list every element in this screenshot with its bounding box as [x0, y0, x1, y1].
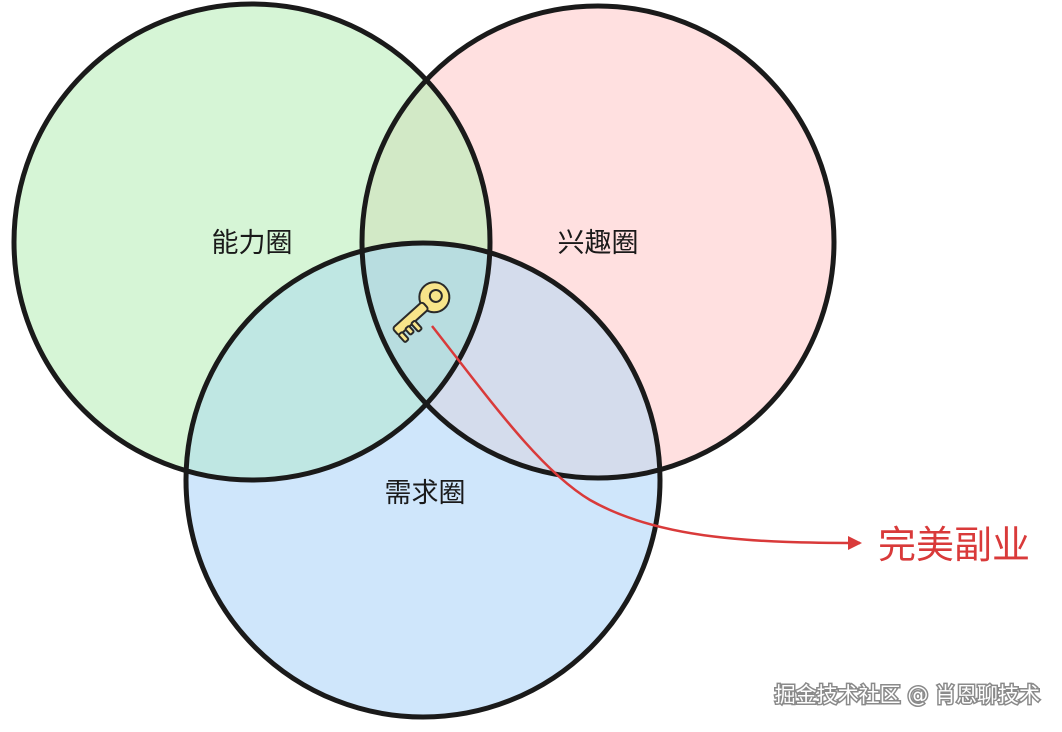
watermark: 掘金技术社区 @ 肖恩聊技术: [775, 683, 1040, 707]
interest-circle-label: 兴趣圈: [558, 228, 639, 259]
interest-demand-overlap: [362, 243, 660, 478]
result-label: 完美副业: [878, 523, 1030, 567]
interest-circle-outline: [359, 3, 837, 481]
demand-circle-label: 需求圈: [385, 478, 466, 509]
ability-demand-overlap: [186, 243, 490, 480]
ability-circle-label: 能力圈: [212, 228, 293, 259]
result-arrow: [431, 325, 862, 550]
key-icon: [392, 281, 451, 343]
demand-circle-outline: [183, 240, 663, 720]
ability-circle-outline: [11, 1, 493, 483]
